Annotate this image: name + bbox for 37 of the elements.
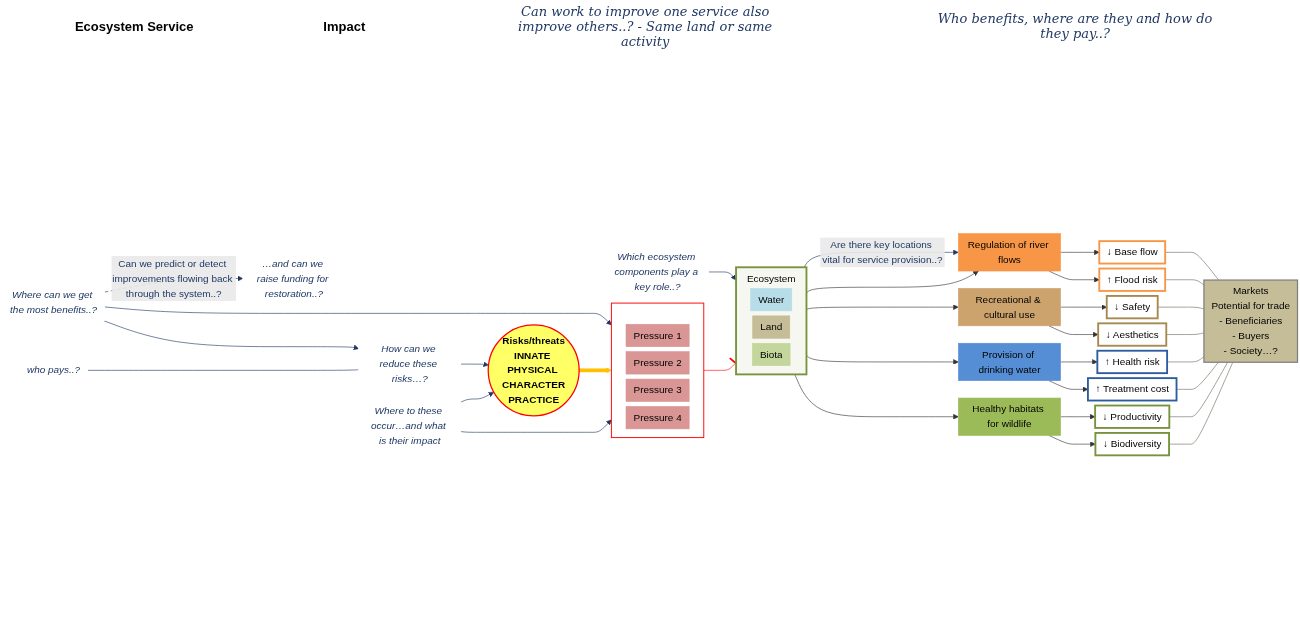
node-box: ↓ Safety: [1105, 295, 1159, 320]
annotation-note: Who benefits, where are they and how do they pay..?: [936, 11, 1214, 41]
node-box: ↑ Health risk: [1096, 349, 1169, 375]
column-heading: Ecosystem Service: [74, 18, 194, 34]
node-text: …and can we raise funding for restoration..?: [256, 257, 329, 299]
annotation-note: Can work to improve one service also improve others..? - Same land or same activity: [517, 3, 774, 49]
node-box: Pressure 2: [625, 351, 690, 375]
connector: [1169, 361, 1228, 418]
node-text: who pays..?: [26, 364, 81, 376]
node-box: ↑ Flood risk: [1098, 267, 1167, 292]
node-box: ↓ Productivity: [1094, 404, 1171, 429]
node-box: Recreational & cultural use: [958, 288, 1061, 327]
node-circle: Risks/threats INNATE PHYSICAL CHARACTER PRACTICE: [487, 324, 580, 417]
node-box: Pressure 1: [625, 323, 690, 347]
node-box: Regulation of river flows: [958, 233, 1061, 272]
node-box: Biota: [752, 342, 791, 366]
node-text: Where to these occur…and what is their impact: [370, 405, 446, 446]
node-box: Markets Potential for trade - Beneficiaries - Buyers - Society…?: [1203, 279, 1299, 363]
arrow: [578, 367, 612, 374]
node-box: ↓ Aesthetics: [1097, 322, 1168, 347]
node-text: Where can we get the most benefits..?: [10, 289, 98, 315]
node-box: Healthy habitats for wildlife: [958, 397, 1061, 436]
node-box: ↓ Base flow: [1098, 240, 1167, 265]
node-box: ↓ Biodiversity: [1094, 432, 1170, 457]
node-box: Land: [752, 315, 791, 339]
edge-label: Are there key locations vital for service provision..?: [822, 239, 943, 265]
node-box: Provision of drinking water: [958, 342, 1061, 381]
node-text: Which ecosystem components play a key role..?: [614, 251, 699, 292]
node-box: Pressure 3: [625, 378, 690, 402]
cluster: [610, 302, 705, 439]
connector: [1176, 361, 1219, 390]
edge-label: Can we predict or detect improvements flowing back through the system..?: [112, 257, 233, 299]
node-box: Water: [750, 288, 793, 312]
node-box: ↑ Treatment cost: [1087, 377, 1178, 402]
node-text: How can we reduce these risks…?: [379, 343, 438, 385]
column-heading: Impact: [323, 18, 366, 34]
node-box: Pressure 4: [625, 406, 690, 430]
